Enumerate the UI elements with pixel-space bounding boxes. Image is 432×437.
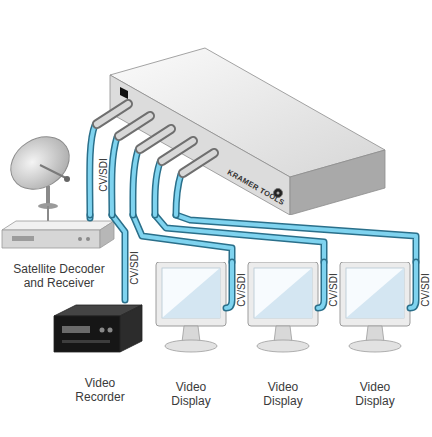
monitor-screen: [162, 268, 220, 318]
cable-segment: [318, 262, 324, 308]
dish-feed-arm: [40, 165, 66, 178]
node-label: Video Display: [253, 380, 313, 408]
screen-shade: [346, 268, 404, 318]
cable-segment: [226, 262, 232, 308]
cable-segment: [133, 150, 138, 215]
recorder-button: [100, 328, 105, 333]
cable-label: CV/SDI: [129, 251, 140, 284]
cable-segment: [133, 150, 138, 215]
cable-segment: [90, 125, 95, 215]
cable-segment: [155, 162, 160, 215]
cable-label: CV/SDI: [98, 158, 109, 191]
monitor-screen: [346, 268, 404, 318]
dish-post: [46, 186, 50, 204]
monitor-bezel: [156, 262, 226, 326]
monitor-bezel: [340, 262, 410, 326]
box-front-face: [110, 75, 290, 215]
cable-segment: [90, 125, 95, 215]
receiver-button: [78, 237, 82, 241]
cable-label: CV/SDI: [328, 273, 339, 306]
recorder-side: [120, 305, 142, 352]
recorder-button: [108, 328, 113, 333]
screen-shade: [254, 268, 312, 318]
box-side-face: [290, 150, 385, 215]
cable-segment: [318, 262, 324, 308]
cable-core: [176, 215, 416, 262]
monitor-screen: [254, 268, 312, 318]
cable-label: CV/SDI: [236, 273, 247, 306]
cable-core: [88, 215, 92, 218]
cable-outline: [112, 215, 125, 300]
cable-core: [133, 215, 232, 262]
cable-core: [155, 215, 324, 262]
cable-connector: [90, 215, 91, 218]
amplifier-box: [88, 45, 388, 215]
receiver-display: [12, 236, 34, 241]
dish-cable: [47, 206, 49, 223]
cable-segment: [410, 262, 416, 308]
cable-segment: [176, 174, 181, 215]
brand-logo: [120, 87, 128, 99]
cable-segment: [176, 174, 181, 215]
node-label: Video Display: [345, 380, 405, 408]
cable-connector: [155, 215, 324, 262]
receiver-button: [86, 237, 90, 241]
cable-label: CV/SDI: [420, 273, 431, 306]
display-node: Video Display: [152, 262, 240, 414]
screen-shade: [162, 268, 220, 318]
display-node: Video Display: [336, 262, 424, 414]
cable-connector: [112, 215, 125, 300]
node-label: Satellite Decoder and Receiver: [7, 262, 111, 290]
monitor-base: [165, 340, 217, 352]
cable-connector: [176, 215, 416, 262]
display-node: Video Display: [244, 262, 332, 414]
cable-outline: [176, 215, 416, 262]
receiver-box: [0, 218, 118, 303]
receiver-top: [2, 221, 114, 230]
cable-outline: [87, 215, 94, 218]
receiver-front: [2, 230, 100, 248]
receiver-side: [100, 221, 114, 248]
recorder-display: [62, 326, 90, 333]
monitor-base: [257, 340, 309, 352]
recorder-slot: [62, 340, 110, 343]
cable-connector: [133, 215, 232, 262]
monitor-base: [349, 340, 401, 352]
recorder-node: Video Recorder: [50, 300, 150, 410]
node-label: Video Recorder: [70, 376, 130, 404]
cable-segment: [410, 262, 416, 308]
dish-feed: [64, 176, 70, 182]
monitor-bezel: [248, 262, 318, 326]
cable-segment: [112, 137, 117, 215]
receiver-node: Satellite Decoder and Receiver: [0, 218, 118, 303]
cable-segment: [226, 262, 232, 308]
recorder-front: [54, 316, 120, 352]
cable-outline: [133, 215, 232, 262]
node-label: Video Display: [161, 380, 221, 408]
amplifier-unit: KRAMER TOOLS: [88, 45, 388, 215]
cable-segment: [112, 137, 117, 215]
satellite-dish: [1, 126, 79, 200]
cable-outline: [155, 215, 324, 262]
cable-core: [112, 215, 125, 300]
cable-segment: [155, 162, 160, 215]
